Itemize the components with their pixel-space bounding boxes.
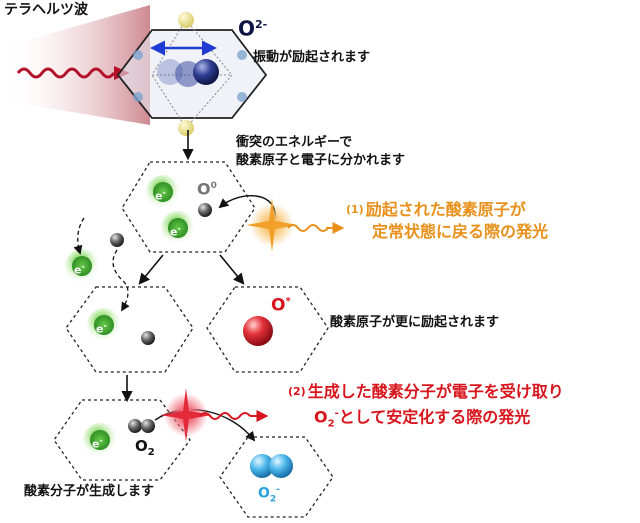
collision-caption-line1: 衝突のエネルギーで — [236, 135, 353, 150]
electron-sphere — [65, 249, 99, 283]
electron-label: e- — [96, 321, 107, 336]
electron-label: e- — [92, 436, 103, 451]
emission2-line2: O2-として安定化する際の発光 — [314, 407, 531, 430]
hexagon-anion — [219, 436, 334, 518]
electron-label: e- — [155, 188, 166, 203]
oxygen-atom-label: O0 — [197, 179, 217, 199]
emission2-line1: (2)生成した酸素分子が電子を受け取り — [288, 382, 564, 401]
oxygen-molecule — [128, 419, 155, 433]
oxygen-atom — [141, 331, 155, 345]
oxygen-molecule-label: O2 — [135, 437, 155, 459]
collision-caption-line2: 酸素原子と電子に分かれます — [236, 153, 406, 168]
electron-sphere — [87, 308, 121, 342]
electron-sphere — [161, 211, 195, 245]
diagram-title: テラヘルツ波 — [4, 2, 88, 18]
emission-starburst-1 — [246, 198, 345, 252]
molecule-formed-caption: 酸素分子が生成します — [24, 484, 155, 499]
emission-starburst-2 — [160, 388, 269, 442]
emission1-line2: 定常状態に戻る際の発光 — [372, 222, 549, 241]
oxide-ion-label: O2- — [238, 16, 268, 41]
excited-oxygen-atom — [243, 316, 273, 346]
hexagon-excited — [206, 286, 329, 373]
superoxide-label: O2- — [258, 485, 280, 505]
electron-sphere — [146, 175, 180, 209]
superoxide-molecule — [250, 454, 293, 478]
crystal-cage — [116, 12, 268, 136]
hexagon-recombination — [65, 286, 194, 373]
oxygen-atom — [110, 233, 124, 247]
electron-sphere — [83, 423, 117, 457]
electron-label: e- — [170, 224, 181, 239]
excited-oxygen-label: O* — [271, 295, 291, 316]
further-excited-caption: 酸素原子が更に励起されます — [330, 315, 500, 330]
electron-label: e- — [74, 262, 85, 277]
emission1-line1: (1)励起された酸素原子が — [346, 200, 526, 219]
oxygen-atom — [198, 203, 212, 217]
hexagon-molecule — [53, 399, 191, 481]
vibration-caption: 振動が励起されます — [253, 50, 371, 65]
hexagon-dissociation — [121, 161, 256, 253]
